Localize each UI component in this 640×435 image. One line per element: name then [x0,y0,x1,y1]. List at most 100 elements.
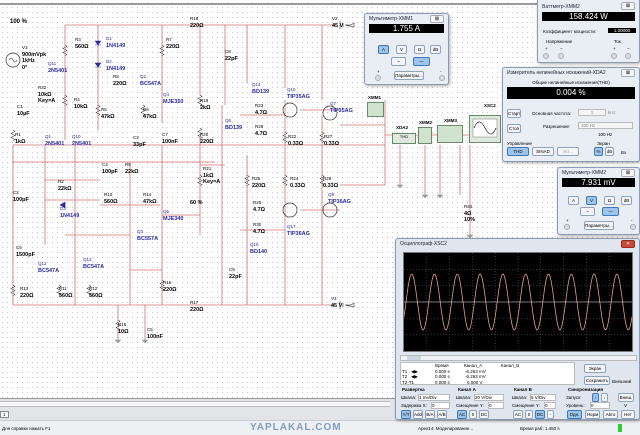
channel-a-zero-button[interactable]: 0 [469,410,477,419]
component-percent[interactable]: 60 % [190,200,203,207]
close-button[interactable]: ⊠ [621,69,635,77]
trigger-external-button[interactable]: Внеш. [618,393,634,402]
trigger-level-input[interactable]: 0 [590,402,610,409]
falling-edge-button[interactable]: ↓ [601,393,608,402]
scrollbar-thumb[interactable] [407,356,421,360]
parameters-button[interactable]: Параметры... [394,71,424,80]
channel-b-scale-input[interactable]: 5 V/Div [530,394,556,401]
minus-terminal[interactable] [439,75,445,81]
close-button[interactable]: ⊠ [430,15,444,23]
xmm2-instrument[interactable] [418,127,432,144]
channel-b-zero-button[interactable]: 0 [525,410,533,419]
b-a-button[interactable]: B/A [425,410,435,419]
t1-arrows[interactable]: ◀▶ [411,368,418,374]
start-button[interactable]: Старт [507,109,521,118]
xmm3-wattmeter-instrument[interactable] [437,125,463,143]
mode-a-button[interactable]: A [568,196,579,205]
yt-button[interactable]: Y/T [401,410,411,419]
xpos-input[interactable]: 0 [431,402,450,409]
a-b-button[interactable]: A/B [437,410,447,419]
voltage-minus-terminal[interactable] [558,53,564,59]
voltage-plus-terminal[interactable] [543,53,549,59]
dc-button[interactable]: — [602,207,619,216]
trigger-none-button[interactable]: Нет [621,410,635,419]
mode-v-button[interactable]: V [396,45,407,54]
thd-button[interactable]: THD [507,147,529,156]
channel-a-dc-button[interactable]: DC [479,410,489,419]
dc-button[interactable]: — [413,57,430,66]
channel-a-ypos-input[interactable]: 0 [488,402,504,409]
xda2-instrument[interactable]: THD [392,133,416,144]
mode-a-button[interactable]: A [378,45,389,54]
current-minus-terminal[interactable] [625,53,631,59]
channel-a-ac-button[interactable]: AC [457,410,467,419]
multimeter-xmm1-window[interactable]: Мультиметр-XMM1 ⊠ 1.755 A A V Ω dB ~ — +… [364,13,449,85]
page-tab[interactable]: 1 [0,411,9,418]
mode-ohm-button[interactable]: Ω [414,45,425,54]
settings-button[interactable]: Уст... [557,147,579,156]
trigger-auto-button[interactable]: Авто [603,410,618,419]
mode-db-button[interactable]: dB [430,45,441,54]
rising-edge-button[interactable]: ↑ [592,393,599,402]
distortion-analyzer-window[interactable]: Измеритель нелинейных искажений-XDA2 ⊠ О… [502,67,640,162]
trigger-single-button[interactable]: Одн. [567,410,582,419]
close-button[interactable]: ⊠ [621,169,635,177]
timebase-scale-input[interactable]: 1 ms/Div [418,394,450,401]
plus-terminal[interactable] [375,75,381,81]
freq-input[interactable]: 1 [578,109,606,116]
current-plus-terminal[interactable] [611,53,617,59]
add-button[interactable]: Add [413,410,423,419]
save-button[interactable]: Сохранить [584,376,610,385]
close-button[interactable]: ⊠ [621,2,635,10]
